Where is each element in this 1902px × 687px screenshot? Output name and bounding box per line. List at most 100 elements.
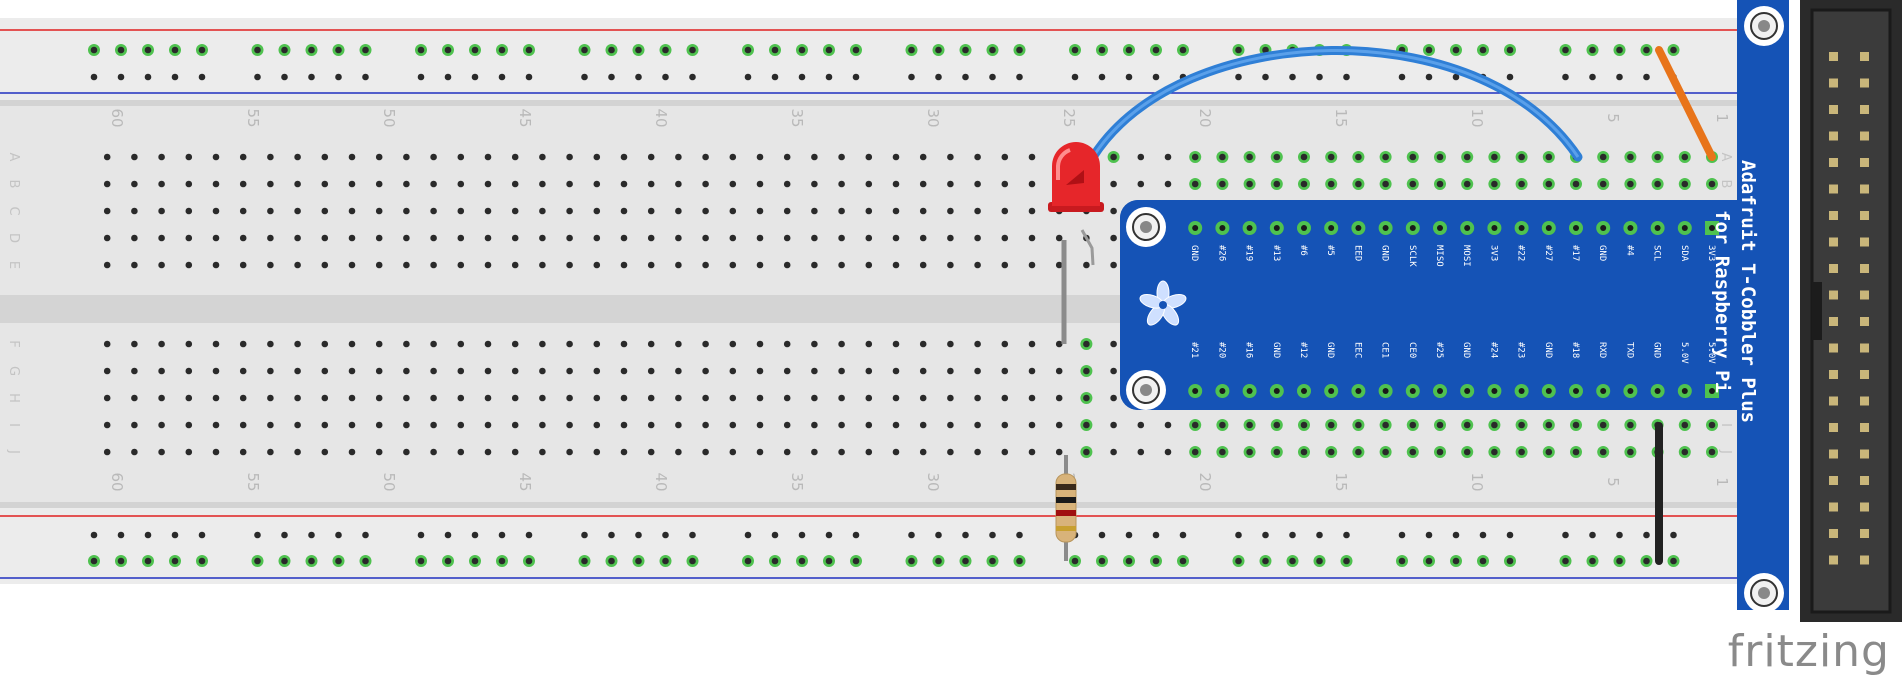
- breadboard-hole: [1562, 531, 1569, 539]
- breadboard-hole: [1028, 180, 1036, 188]
- breadboard-hole: [321, 367, 329, 375]
- breadboard-hole: [457, 153, 465, 161]
- breadboard-hole: [88, 44, 100, 56]
- breadboard-hole: [103, 448, 111, 456]
- row-letter-label: C: [6, 206, 21, 215]
- breadboard-hole: [294, 367, 301, 375]
- breadboard-hole: [593, 153, 601, 161]
- breadboard-hole: [1216, 446, 1229, 458]
- breadboard-hole: [103, 394, 111, 402]
- breadboard-hole: [1164, 448, 1172, 456]
- breadboard-hole: [1123, 555, 1135, 567]
- column-number-label: 1: [1713, 477, 1731, 487]
- pin-label: MISO: [1434, 245, 1444, 267]
- breadboard-hole: [647, 421, 655, 429]
- breadboard-hole: [865, 394, 873, 402]
- breadboard-hole: [1506, 531, 1514, 539]
- connector-pin: [1829, 158, 1838, 167]
- breadboard-hole: [359, 555, 372, 567]
- breadboard-hole: [1406, 151, 1419, 163]
- breadboard-hole: [1515, 419, 1528, 431]
- breadboard-hole: [131, 153, 138, 161]
- breadboard-hole: [1137, 448, 1145, 456]
- breadboard-hole: [647, 180, 655, 188]
- breadboard-hole: [1235, 531, 1242, 539]
- breadboard-hole: [1706, 419, 1718, 431]
- breadboard-hole: [796, 44, 808, 56]
- breadboard-hole: [142, 44, 154, 56]
- breadboard-hole: [702, 180, 709, 188]
- breadboard-hole: [375, 180, 383, 188]
- ribbon-connector: [1800, 0, 1902, 622]
- breadboard-hole: [1028, 367, 1036, 375]
- cobbler-pin: #24: [1487, 342, 1502, 398]
- column-number-label: 45: [516, 108, 534, 127]
- breadboard-hole: [212, 394, 220, 402]
- breadboard-hole: [947, 367, 954, 375]
- breadboard-hole: [974, 207, 981, 215]
- resistor: [1055, 455, 1077, 561]
- breadboard-hole: [103, 153, 111, 161]
- breadboard-hole: [1243, 151, 1256, 163]
- breadboard-hole: [892, 261, 900, 269]
- column-number-label: 25: [1060, 108, 1078, 127]
- row-letter-label: A: [6, 153, 21, 162]
- breadboard-hole: [783, 180, 791, 188]
- breadboard-hole: [185, 234, 193, 242]
- pin-label: #18: [1570, 342, 1580, 358]
- breadboard-hole: [593, 261, 601, 269]
- breadboard-hole: [1597, 446, 1610, 458]
- breadboard-hole: [593, 180, 601, 188]
- breadboard-hole: [1562, 73, 1569, 81]
- breadboard-hole: [838, 261, 845, 269]
- breadboard-hole: [158, 261, 165, 269]
- breadboard-hole: [1678, 151, 1691, 163]
- breadboard-hole: [403, 153, 410, 161]
- row-letter-label: H: [6, 393, 21, 403]
- cobbler-pin: MISO: [1433, 221, 1447, 267]
- breadboard-hole: [566, 448, 573, 456]
- breadboard-hole: [484, 261, 492, 269]
- breadboard-hole: [919, 234, 927, 242]
- breadboard-hole: [1013, 44, 1026, 56]
- breadboard-hole: [523, 555, 535, 567]
- breadboard-hole: [974, 234, 981, 242]
- cobbler-pin: SCL: [1650, 221, 1665, 261]
- connector-pin: [1860, 317, 1869, 326]
- pin-label: SDA: [1679, 245, 1689, 262]
- breadboard-hole: [415, 555, 427, 567]
- pin-label: #16: [1244, 342, 1254, 358]
- connector-pin: [1829, 317, 1838, 326]
- breadboard-hole: [1343, 73, 1350, 81]
- breadboard-hole: [756, 394, 764, 402]
- breadboard-hole: [1316, 73, 1323, 81]
- breadboard-hole: [838, 448, 845, 456]
- breadboard-hole: [744, 531, 752, 539]
- breadboard-hole: [430, 448, 437, 456]
- breadboard-hole: [539, 340, 546, 348]
- breadboard-hole: [935, 531, 942, 539]
- breadboard-hole: [457, 340, 465, 348]
- breadboard-hole: [1080, 338, 1093, 350]
- breadboard-hole: [1262, 73, 1269, 81]
- breadboard-hole: [702, 340, 709, 348]
- breadboard-hole: [1597, 419, 1610, 431]
- breadboard-hole: [198, 73, 206, 81]
- breadboard-hole: [171, 73, 179, 81]
- connector-pin: [1829, 476, 1838, 485]
- breadboard-hole: [865, 261, 873, 269]
- breadboard-hole: [1232, 555, 1245, 567]
- breadboard-hole: [838, 394, 845, 402]
- breadboard-hole: [1597, 151, 1610, 163]
- led-leg-anode: [1080, 229, 1095, 266]
- breadboard-hole: [321, 394, 329, 402]
- breadboard-hole: [417, 73, 425, 81]
- row-letter-label: I: [1718, 423, 1733, 427]
- breadboard-hole: [171, 531, 179, 539]
- breadboard-hole: [375, 394, 383, 402]
- breadboard-hole: [1001, 340, 1009, 348]
- breadboard-hole: [158, 340, 165, 348]
- breadboard-hole: [430, 261, 437, 269]
- breadboard-hole: [974, 421, 981, 429]
- cobbler-pin: CE1: [1378, 342, 1393, 398]
